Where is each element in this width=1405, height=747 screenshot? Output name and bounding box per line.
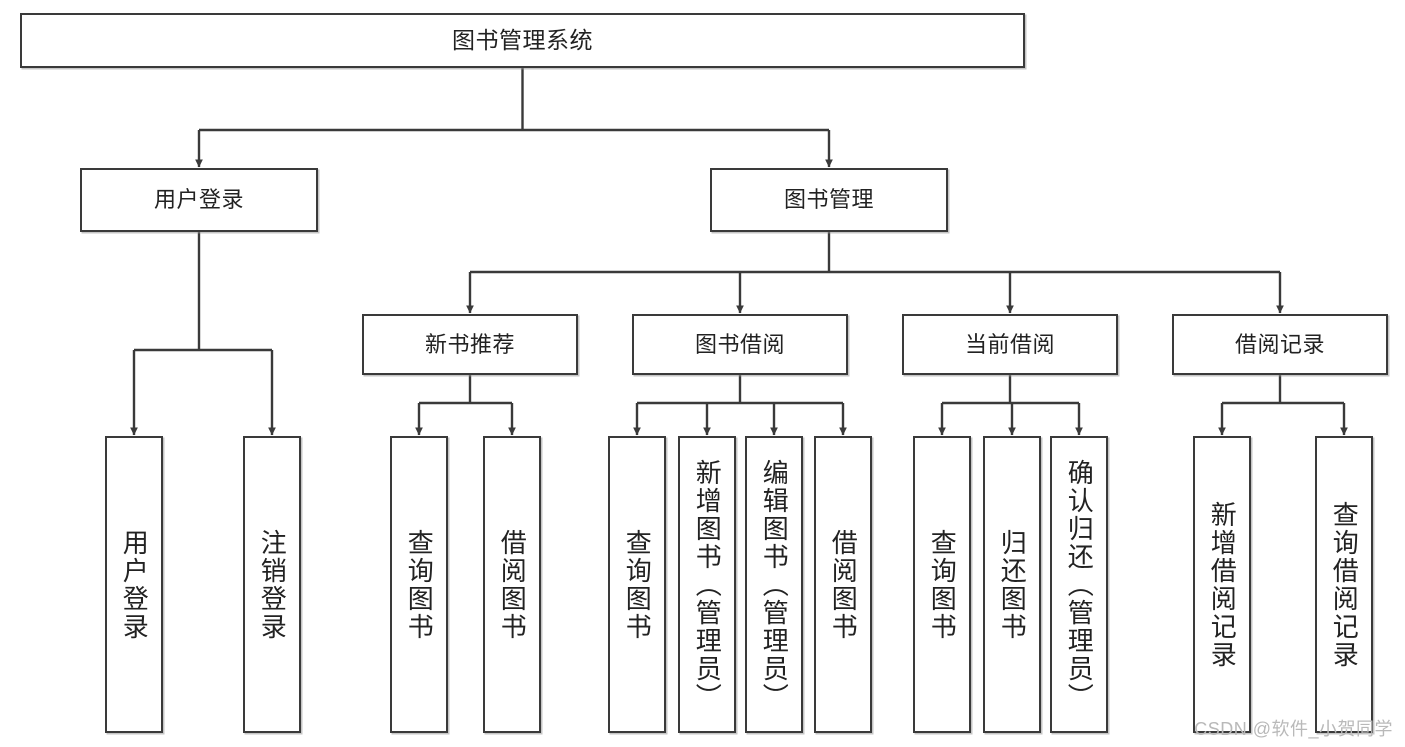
node-leaf-cb-query[interactable]: 查询图书 [913, 436, 971, 733]
watermark: CSDN @软件_小贺同学 [1194, 719, 1393, 739]
node-label: 用户登录 [119, 528, 150, 641]
node-leaf-br-query[interactable]: 查询借阅记录 [1315, 436, 1373, 733]
node-leaf-br-add[interactable]: 新增借阅记录 [1193, 436, 1251, 733]
node-label: 新增借阅记录 [1207, 500, 1238, 669]
node-label: 查询图书 [622, 528, 653, 641]
node-book-borrow[interactable]: 图书借阅 [632, 314, 848, 375]
node-label: 图书管理系统 [452, 26, 593, 53]
node-leaf-cb-return[interactable]: 归还图书 [983, 436, 1041, 733]
node-borrow-record[interactable]: 借阅记录 [1172, 314, 1388, 375]
node-leaf-bb-add[interactable]: 新增图书（管理员） [678, 436, 736, 733]
node-label: 查询借阅记录 [1329, 500, 1360, 669]
node-label: 新增图书（管理员） [692, 458, 723, 711]
node-label: 图书借阅 [694, 331, 785, 357]
node-leaf-bb-edit[interactable]: 编辑图书（管理员） [745, 436, 803, 733]
node-label: 借阅记录 [1234, 331, 1325, 357]
node-leaf-bb-query[interactable]: 查询图书 [608, 436, 666, 733]
node-label: 查询图书 [927, 528, 958, 641]
node-label: 图书管理 [783, 187, 874, 213]
node-new-book-rec[interactable]: 新书推荐 [362, 314, 578, 375]
node-label: 查询图书 [404, 528, 435, 641]
node-leaf-rec-borrow[interactable]: 借阅图书 [483, 436, 541, 733]
node-label: 当前借阅 [964, 331, 1055, 357]
edge-group [130, 68, 1348, 436]
node-label: 借阅图书 [497, 528, 528, 641]
node-user-login[interactable]: 用户登录 [80, 168, 318, 232]
node-leaf-user-login[interactable]: 用户登录 [105, 436, 163, 733]
node-label: 注销登录 [257, 528, 288, 641]
node-book-manage[interactable]: 图书管理 [710, 168, 948, 232]
node-leaf-user-logout[interactable]: 注销登录 [243, 436, 301, 733]
node-label: 归还图书 [997, 528, 1028, 641]
node-leaf-cb-confirm[interactable]: 确认归还（管理员） [1050, 436, 1108, 733]
node-leaf-bb-borrow[interactable]: 借阅图书 [814, 436, 872, 733]
node-label: 用户登录 [153, 187, 244, 213]
node-current-borrow[interactable]: 当前借阅 [902, 314, 1118, 375]
node-label: 借阅图书 [828, 528, 859, 641]
node-root[interactable]: 图书管理系统 [20, 13, 1025, 68]
node-label: 确认归还（管理员） [1064, 458, 1095, 711]
node-label: 编辑图书（管理员） [759, 458, 790, 711]
node-label: 新书推荐 [424, 331, 515, 357]
node-leaf-rec-query[interactable]: 查询图书 [390, 436, 448, 733]
